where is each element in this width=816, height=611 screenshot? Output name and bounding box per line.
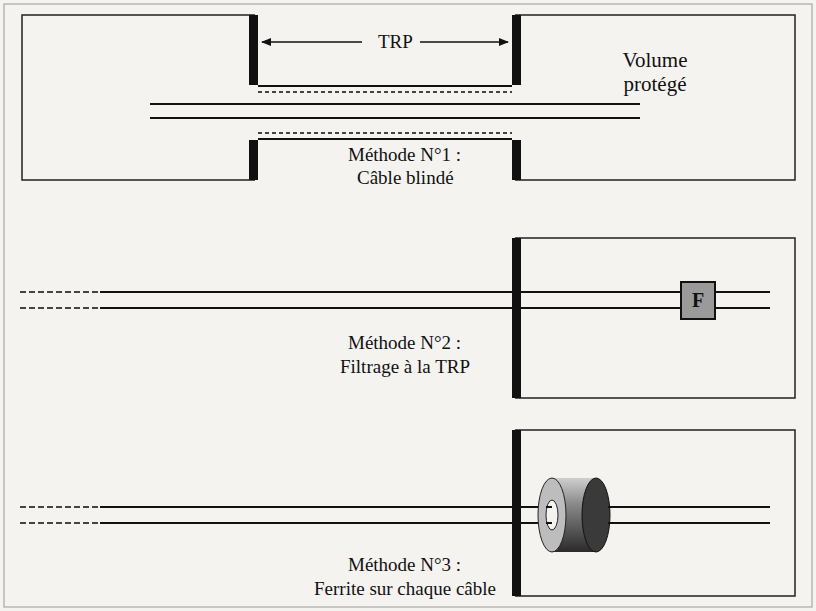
method-title: Méthode N°1 :	[348, 145, 461, 166]
protected-volume: Volume protégé	[590, 44, 720, 100]
method-desc: Ferrite sur chaque câble	[314, 579, 496, 600]
trp-label: TRP	[374, 32, 417, 53]
filter-letter: F	[692, 289, 704, 312]
method-title: Méthode N°3 :	[348, 555, 461, 576]
method-2-drawing	[20, 238, 795, 398]
method-desc: Filtrage à la TRP	[340, 357, 470, 378]
method-title: Méthode N°2 :	[348, 333, 461, 354]
method-1-drawing	[22, 15, 795, 180]
ferrite-core	[538, 478, 610, 552]
box-title: Volume protégé	[594, 48, 716, 96]
frame	[4, 4, 812, 607]
filter-box: F	[680, 281, 716, 320]
method-desc: Câble blindé	[357, 168, 454, 189]
method-3-drawing	[20, 430, 795, 596]
